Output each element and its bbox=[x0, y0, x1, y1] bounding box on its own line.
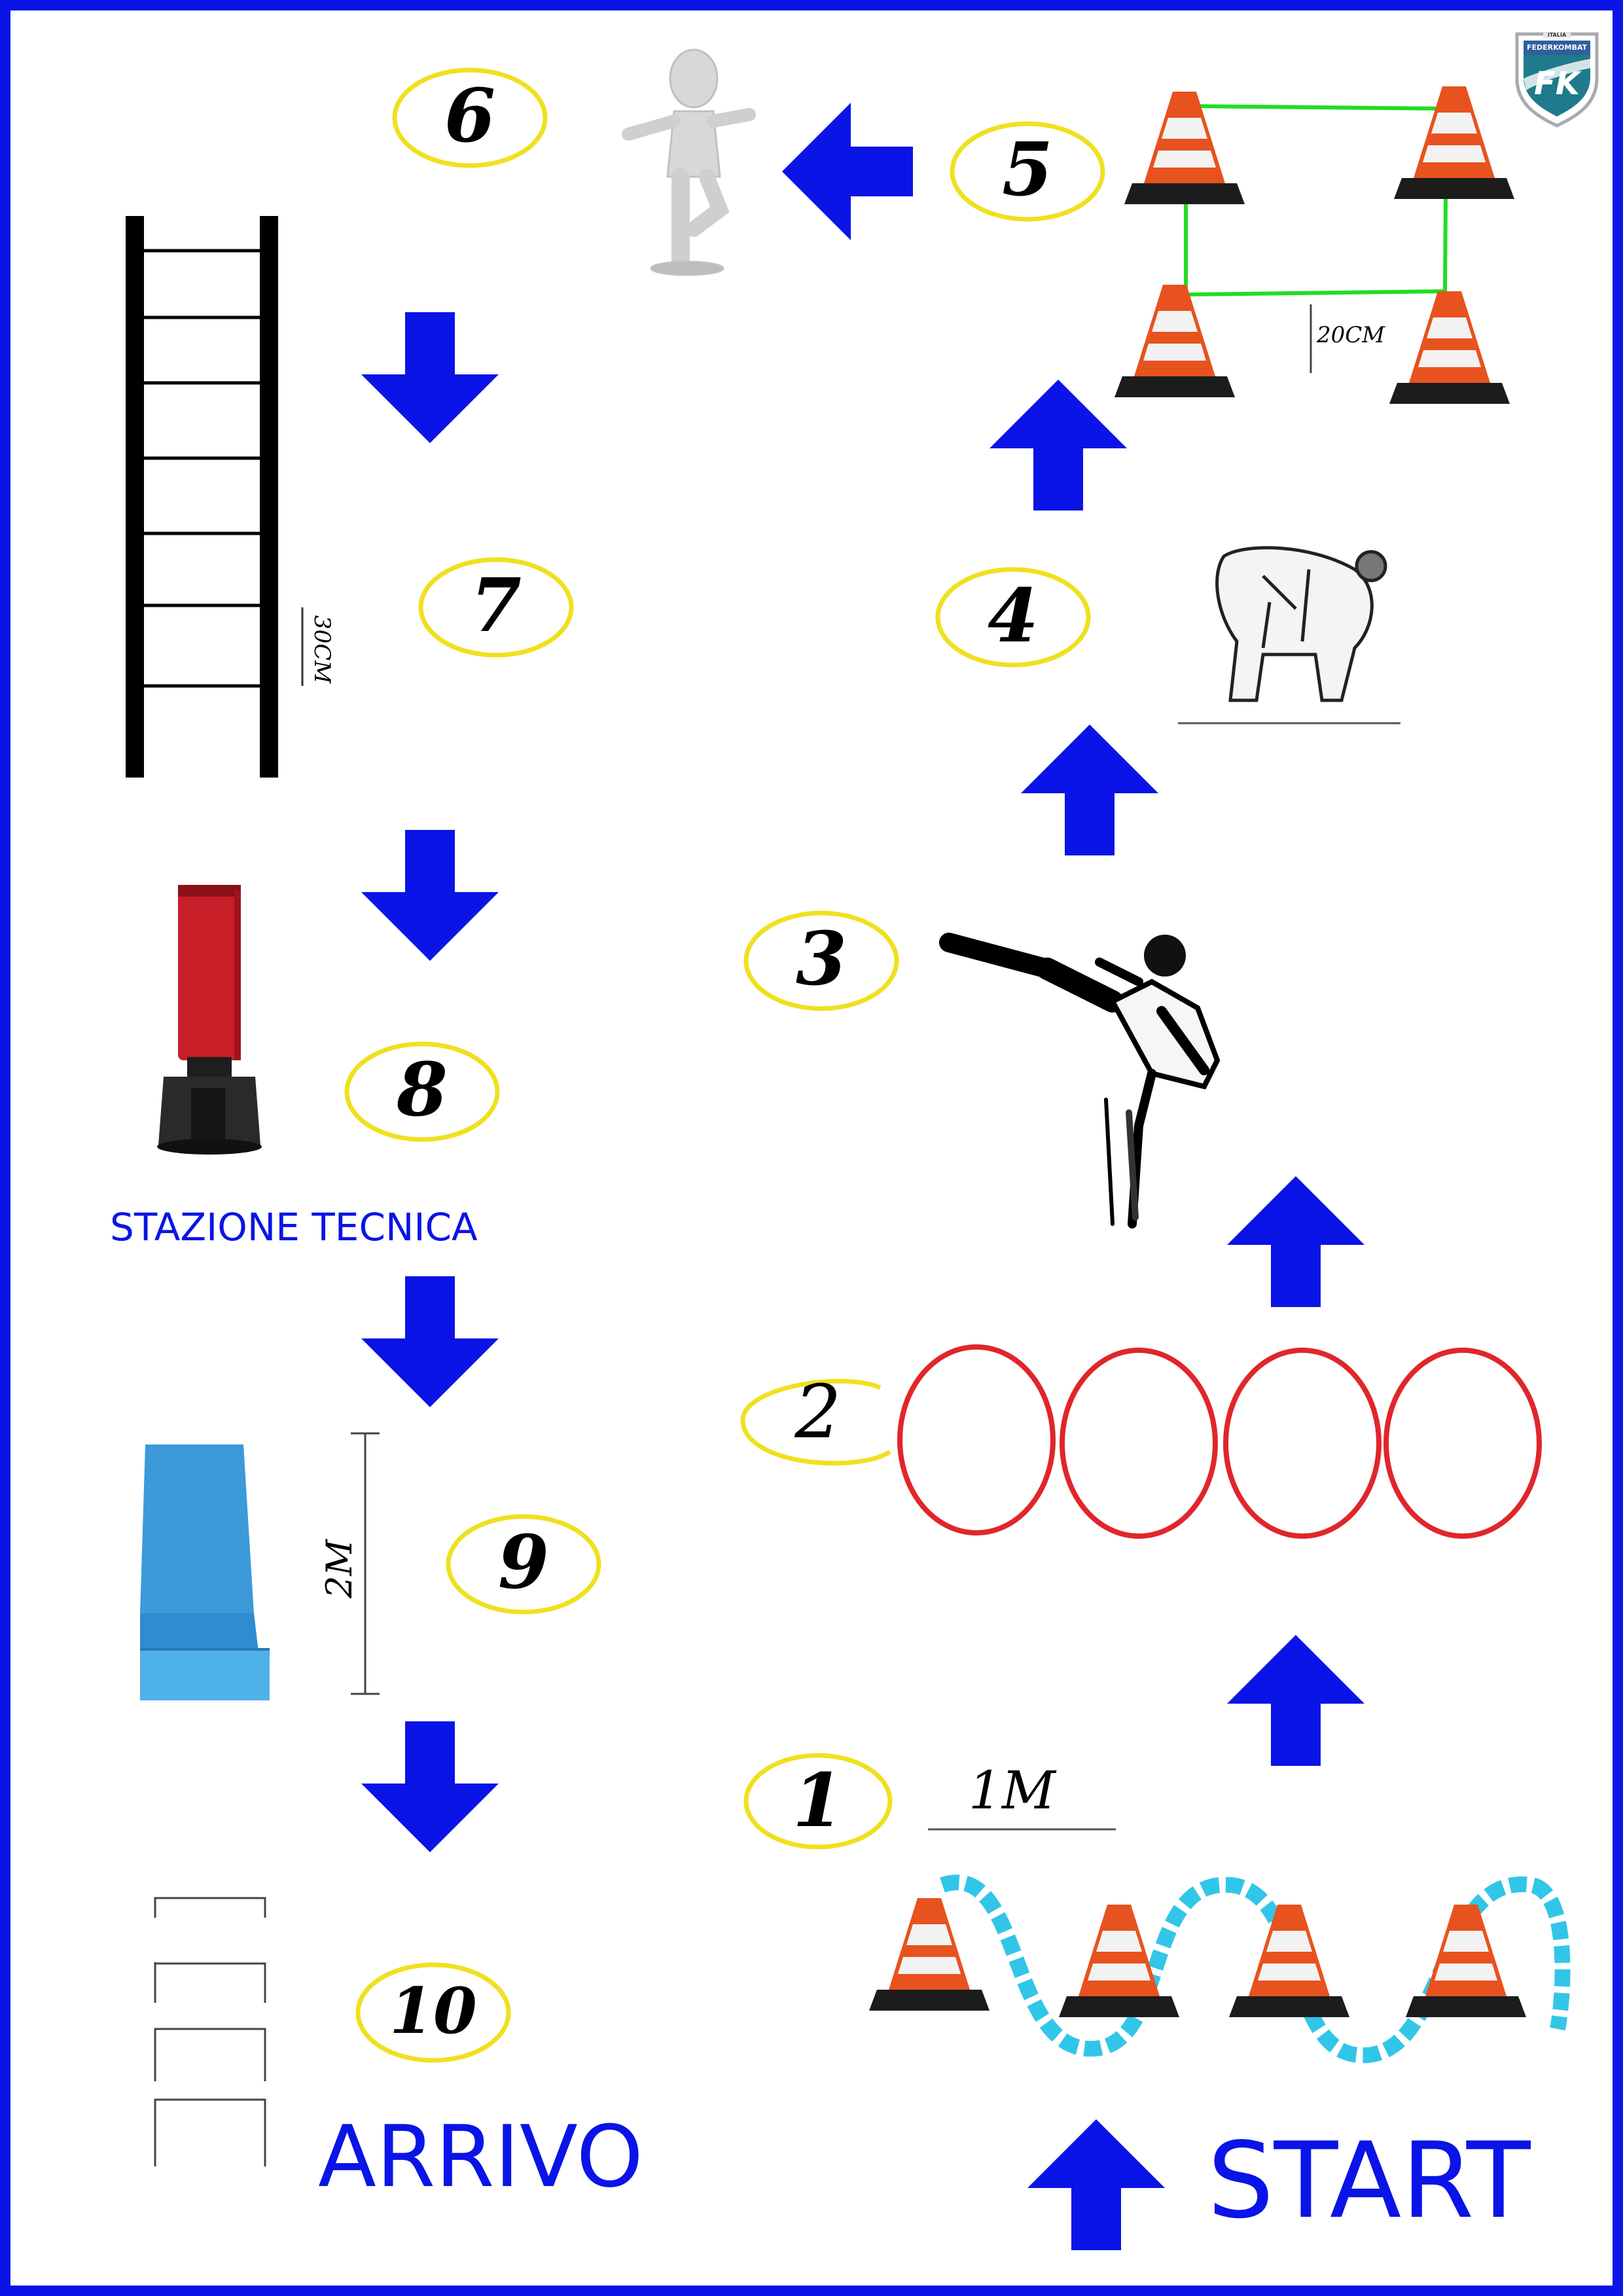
arrow-up-icon bbox=[1021, 725, 1158, 855]
start-label: START bbox=[1207, 2119, 1531, 2242]
hoop bbox=[1223, 1348, 1382, 1539]
station-number-4: 4 bbox=[988, 573, 1039, 659]
station-10-hurdles bbox=[154, 1897, 266, 2166]
number-ring-8 bbox=[344, 1041, 500, 1142]
cone bbox=[869, 1898, 990, 2011]
direction-arrows bbox=[361, 103, 1364, 2250]
slalom-spacing-label: 1M bbox=[969, 1760, 1056, 1821]
arrow-down-icon bbox=[361, 830, 499, 961]
federkombat-logo bbox=[1515, 32, 1599, 128]
hoop bbox=[1383, 1348, 1542, 1539]
arrow-up-icon bbox=[1027, 2119, 1165, 2250]
cone bbox=[1115, 285, 1235, 397]
number-ring-6 bbox=[392, 67, 548, 168]
cone bbox=[1394, 86, 1514, 199]
station-number-8: 8 bbox=[397, 1047, 448, 1133]
station-5-cone-square bbox=[1115, 86, 1514, 404]
arrow-down-icon bbox=[361, 1276, 499, 1407]
number-ring-7 bbox=[418, 557, 574, 658]
station-2-hoops bbox=[897, 1344, 1542, 1539]
cone bbox=[1406, 1905, 1526, 2017]
number-ring-5 bbox=[950, 121, 1105, 222]
number-ring-4 bbox=[935, 567, 1091, 668]
station-number-1: 1 bbox=[793, 1758, 844, 1844]
arrow-down-icon bbox=[361, 1721, 499, 1852]
arrow-up-icon bbox=[1227, 1176, 1364, 1307]
logo-country: ITALIA bbox=[1547, 32, 1567, 38]
number-ring-3 bbox=[743, 910, 899, 1011]
number-ring-9 bbox=[446, 1514, 601, 1615]
number-ring-1 bbox=[743, 1753, 893, 1850]
arrow-up-icon bbox=[990, 380, 1127, 511]
station-number-2: 2 bbox=[794, 1370, 842, 1455]
ladder-rung-label: 30CM bbox=[309, 615, 336, 684]
station-6-balance-figure bbox=[622, 48, 756, 276]
square-side-label: 20CM bbox=[1317, 322, 1385, 348]
hoop bbox=[897, 1344, 1056, 1535]
cone bbox=[1229, 1905, 1349, 2017]
cone bbox=[1389, 291, 1510, 404]
finish-label: ARRIVO bbox=[318, 2107, 643, 2206]
station-number-6: 6 bbox=[444, 73, 495, 159]
logo-text: FEDERKOMBAT bbox=[1526, 43, 1588, 52]
logo-monogram: FK bbox=[1534, 65, 1580, 102]
hoop bbox=[1060, 1348, 1218, 1539]
station-4-crouch-figure bbox=[1178, 546, 1400, 725]
arrow-up-icon bbox=[1227, 1635, 1364, 1766]
number-ring-2 bbox=[740, 1378, 892, 1466]
station-9-beam bbox=[140, 1432, 380, 1700]
arrow-down-icon bbox=[361, 312, 499, 443]
slalom-path bbox=[940, 1874, 1571, 2064]
number-rings bbox=[344, 67, 1105, 2063]
station-number-9: 9 bbox=[498, 1520, 549, 1605]
station-1-slalom bbox=[869, 1828, 1571, 2064]
cone bbox=[1124, 92, 1245, 204]
station-number-10: 10 bbox=[389, 1974, 477, 2048]
station-number-3: 3 bbox=[796, 916, 847, 1002]
station-number-5: 5 bbox=[1002, 127, 1053, 213]
station-number-7: 7 bbox=[471, 563, 522, 649]
technical-station-label: STAZIONE TECNICA bbox=[110, 1205, 478, 1249]
station-8-punching-bag bbox=[157, 885, 262, 1155]
number-ring-10 bbox=[355, 1962, 511, 2063]
arrow-left-icon bbox=[782, 103, 913, 240]
beam-length-label: 2M bbox=[318, 1539, 360, 1598]
station-7-ladder bbox=[126, 216, 304, 778]
station-3-kick-figure bbox=[939, 933, 1221, 1229]
